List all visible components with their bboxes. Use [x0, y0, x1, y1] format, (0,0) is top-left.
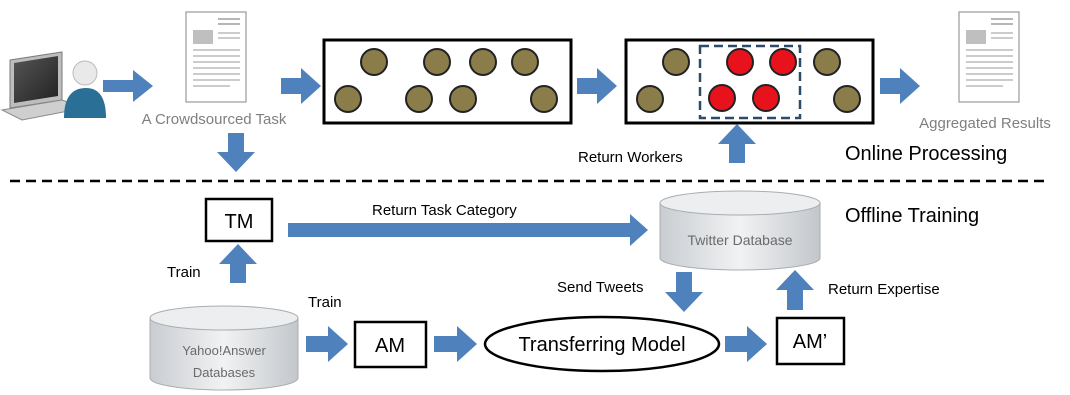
worker-node [334, 85, 362, 113]
selected-worker-node [726, 48, 754, 76]
worker-pool-workers [334, 48, 558, 113]
return-workers-label: Return Workers [578, 149, 683, 166]
am-prime-label: AM’ [793, 331, 827, 353]
arrow-transfer-to-amprime [725, 326, 767, 362]
return-expertise-label: Return Expertise [828, 281, 940, 298]
selected-pool-workers [636, 48, 861, 113]
arrow-pool-to-selection [577, 68, 617, 104]
worker-node [360, 48, 388, 76]
worker-node [636, 85, 664, 113]
worker-node [469, 48, 497, 76]
aggregated-results-label: Aggregated Results [919, 115, 1051, 132]
worker-node [405, 85, 433, 113]
am-box [353, 320, 428, 369]
arrow-return-task-category [288, 214, 648, 246]
yahoo-answer-label: Yahoo!Answer [182, 343, 266, 358]
worker-node [833, 85, 861, 113]
worker-node [662, 48, 690, 76]
worker-node [530, 85, 558, 113]
twitter-database-label: Twitter Database [687, 232, 792, 248]
yahoo-databases-label: Databases [193, 365, 256, 380]
online-processing-label: Online Processing [845, 143, 1007, 165]
arrow-task-to-pool [281, 68, 321, 104]
am-label: AM [375, 335, 405, 357]
document-icon [185, 11, 247, 103]
worker-node [423, 48, 451, 76]
arrow-task-down [217, 133, 255, 172]
selected-worker-node [708, 84, 736, 112]
user-icon [64, 60, 106, 118]
document-icon [958, 11, 1020, 103]
train-tm-label: Train [167, 264, 201, 281]
tm-label: TM [225, 211, 254, 233]
worker-node [449, 85, 477, 113]
send-tweets-label: Send Tweets [557, 279, 643, 296]
selected-worker-node [752, 84, 780, 112]
transferring-model-label: Transferring Model [518, 334, 685, 356]
selected-worker-node [769, 48, 797, 76]
arrow-user-to-task [103, 70, 153, 102]
tm-box [204, 197, 274, 243]
arrow-send-tweets [665, 272, 703, 312]
arrow-am-to-transfer [434, 326, 477, 362]
laptop-icon [0, 51, 86, 121]
arrow-return-expertise [776, 270, 814, 310]
arrow-return-workers [718, 124, 756, 163]
train-am-label: Train [308, 294, 342, 311]
crowdsourced-task-label: A Crowdsourced Task [142, 111, 287, 128]
selection-box [698, 44, 802, 120]
arrow-pool-to-results [880, 68, 920, 104]
offline-training-label: Offline Training [845, 205, 979, 227]
yahoo-answer-database-cylinder [149, 305, 299, 391]
worker-node [511, 48, 539, 76]
worker-node [813, 48, 841, 76]
arrow-train-tm [219, 244, 257, 283]
arrow-train-am [306, 326, 348, 362]
twitter-database-cylinder [659, 190, 821, 271]
transferring-model-ellipse [483, 315, 721, 373]
return-task-category-label: Return Task Category [372, 202, 517, 219]
am-prime-box [775, 316, 846, 366]
